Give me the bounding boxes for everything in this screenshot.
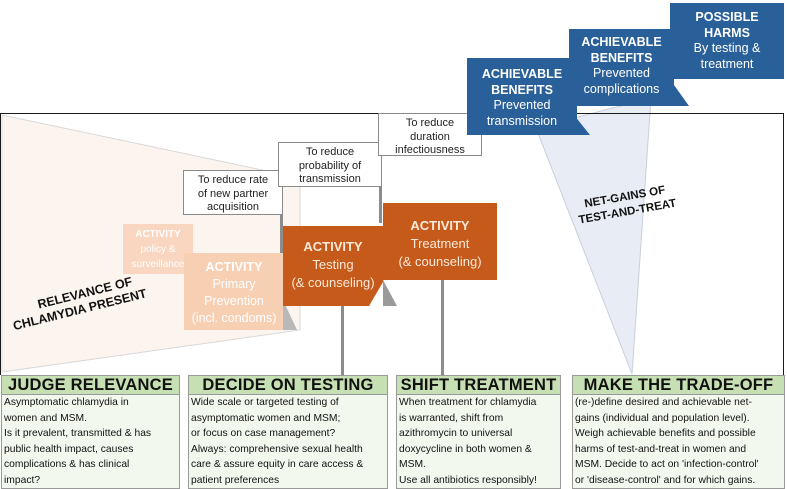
panel-line: MSM. Decide to act on 'infection-control… [575,459,759,470]
connector-line [280,213,283,253]
outcome-line: transmission [486,113,558,128]
activity-title: ACTIVITY [303,239,363,254]
panel-line: Use all antibiotics responsibly! [399,474,537,486]
reason-line: of new partner [197,187,269,200]
panel-line: care & assure equity in care access & [191,459,364,470]
panel-line: Weigh achievable benefits and possible [575,428,756,439]
outcome-tail [669,78,689,106]
panel-line: asymptomatic women and MSM; [191,412,341,424]
reason-box-partner-acquisition: To reduce rate of new partner acquisitio… [183,170,283,215]
activity-testing: ACTIVITY Testing (& counseling) [283,226,383,306]
panel-header: MAKE THE TRADE-OFF [572,375,785,395]
activity-treatment: ACTIVITY Treatment (& counseling) [383,203,497,280]
panel-line: gains (individual and population level). [575,412,750,424]
panel-shift-treatment: SHIFT TREATMENT When treatment for chlam… [396,375,561,489]
panel-body: (re-)define desired and achievable net- … [572,395,785,489]
activity-line: Prevention [204,294,264,308]
activity-line: (incl. condoms) [191,311,277,325]
activity-line: Treatment [410,236,470,251]
outcome-line: Prevented [593,66,650,80]
outcome-line: Prevented [493,98,551,112]
panel-make-trade-off: MAKE THE TRADE-OFF (re-)define desired a… [572,375,785,489]
reason-line: To reduce [405,117,455,129]
activity-line: policy & [140,244,176,255]
panel-header: DECIDE ON TESTING [188,375,388,395]
panel-line: Asymptomatic chlamydia in [4,397,129,408]
reason-line: probability of [298,159,362,172]
connector-line [341,305,344,375]
reason-line: infectiousness [395,144,465,156]
panel-decide-on-testing: DECIDE ON TESTING Wide scale or targeted… [188,375,388,489]
activity-title: ACTIVITY [410,218,470,233]
fold-shadow [383,280,397,306]
panel-judge-relevance: JUDGE RELEVANCE Asymptomatic chlamydia i… [1,375,180,489]
outcome-prevented-complications: ACHIEVABLE BENEFITS Prevented complicati… [569,29,674,106]
panel-line: doxycycline in both women & [399,443,532,455]
activity-line: surveillance [131,259,185,270]
panel-header: SHIFT TREATMENT [396,375,561,395]
panel-line: impact? [4,474,41,486]
activity-line: Testing [312,257,354,272]
panel-line: Always: comprehensive sexual health [191,443,363,455]
panel-line: Is it prevalent, transmitted & has [4,428,152,439]
panel-line: or focus on case management? [191,428,336,439]
panel-body: Wide scale or targeted testing of asympt… [188,395,388,489]
outcome-title: ACHIEVABLE [481,67,563,81]
outcome-title: ACHIEVABLE [581,35,662,49]
reason-line: To reduce [305,146,355,158]
panel-line: is warranted, shift from [399,412,504,424]
reason-box-transmission: To reduce probability of transmission [278,142,382,187]
activity-title: ACTIVITY [205,260,263,274]
panel-line: harms of test-and-treat in women and [575,443,747,455]
connector-line [379,183,382,223]
outcome-line: treatment [700,56,754,71]
activity-policy-surveillance: ACTIVITY policy & surveillance [123,224,193,274]
panel-body: Asymptomatic chlamydia in women and MSM.… [1,395,180,489]
reason-box-duration: To reduce duration infectiousness [378,113,482,156]
activity-line: (& counseling) [398,254,482,269]
connector-line [441,278,444,375]
activity-title: ACTIVITY [135,229,181,240]
panel-line: MSM. [399,459,426,470]
panel-line: azithromycin to universal [399,428,513,439]
activity-primary-prevention: ACTIVITY Primary Prevention (incl. condo… [184,253,284,330]
reason-line: To reduce rate [197,174,269,186]
reason-line: transmission [299,173,361,185]
outcome-title: BENEFITS [590,50,653,65]
outcome-title: HARMS [704,25,750,40]
activity-line: Primary [212,277,256,291]
reason-line: acquisition [207,201,259,213]
fold-shadow [283,300,297,330]
panel-line: When treatment for chlamydia [399,397,537,408]
activity-line: (& counseling) [291,275,375,290]
outcome-possible-harms: POSSIBLE HARMS By testing & treatment [670,3,784,79]
panel-line: or 'disease-control' and for which gains… [575,474,756,486]
panel-line: (re-)define desired and achievable net- [575,397,752,408]
outcome-line: By testing & [693,41,761,55]
outcome-title: POSSIBLE [695,10,759,24]
outcome-prevented-transmission: ACHIEVABLE BENEFITS Prevented transmissi… [467,58,577,135]
panel-line: women and MSM. [4,412,87,424]
outcome-line: complications [583,81,660,96]
panel-line: complications & has clinical [4,459,130,470]
reason-line: duration [410,130,450,143]
outcome-title: BENEFITS [491,82,553,97]
panel-line: Wide scale or targeted testing of [191,397,339,408]
panel-line: patient preferences [191,474,280,486]
outcome-tail [566,105,590,135]
panel-header: JUDGE RELEVANCE [1,375,180,395]
panel-body: When treatment for chlamydia is warrante… [396,395,561,489]
panel-line: public health impact, causes [4,443,134,455]
